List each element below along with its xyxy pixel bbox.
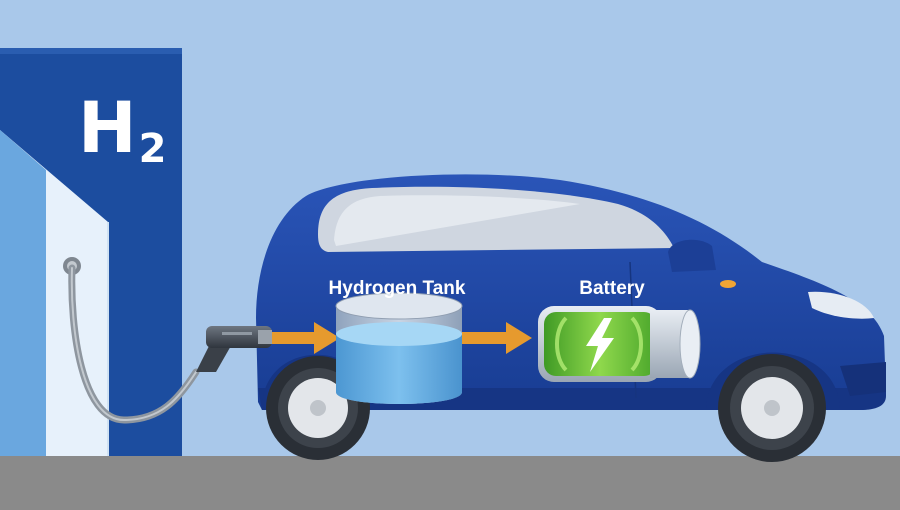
side-mirror xyxy=(668,239,716,272)
ground xyxy=(0,456,900,510)
flow-arrow-tank-to-battery xyxy=(462,322,532,354)
battery xyxy=(538,306,701,382)
fuel-nozzle-icon xyxy=(196,326,272,372)
hydrogen-station xyxy=(0,48,182,456)
h2-symbol: H xyxy=(78,87,137,169)
flow-arrow-nozzle-to-tank xyxy=(272,322,340,354)
station-h2-label: H2 xyxy=(78,87,166,172)
headlight xyxy=(808,291,874,319)
battery-label: Battery xyxy=(579,278,645,299)
hydrogen-tank-label: Hydrogen Tank xyxy=(329,278,466,299)
h2-subscript: 2 xyxy=(139,126,167,172)
hydrogen-tank xyxy=(335,292,463,404)
turn-signal-light xyxy=(720,280,736,288)
lightning-bolt-icon xyxy=(586,318,614,372)
hydrogen-level xyxy=(336,334,462,404)
front-wheel xyxy=(718,354,826,462)
